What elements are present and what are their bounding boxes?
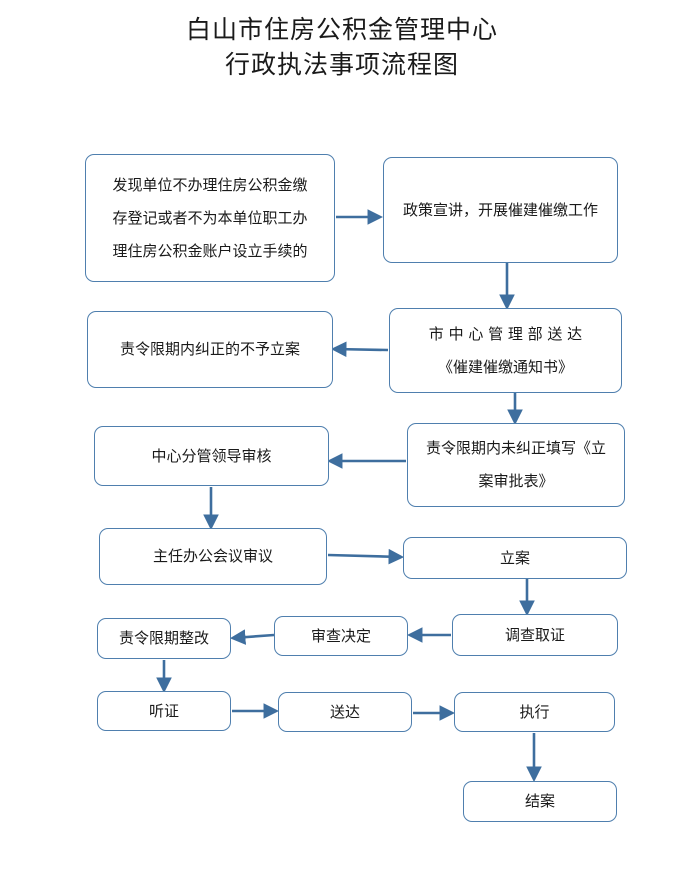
- node-discover-line-2: 存登记或者不为本单位职工办: [112, 208, 308, 227]
- arrow-meeting-to-file-case: [327, 548, 405, 565]
- node-hearing: 听证: [97, 691, 231, 731]
- node-execute: 执行: [454, 692, 615, 732]
- node-leader-review-text: 中心分管领导审核: [151, 446, 272, 465]
- node-hearing-text: 听证: [148, 701, 179, 720]
- node-serve-text: 送达: [329, 702, 360, 721]
- node-publicize-text: 政策宣讲，开展催建催缴工作: [402, 200, 598, 219]
- node-rectify: 责令限期整改: [97, 618, 231, 659]
- node-discover-violation: 发现单位不办理住房公积金缴 存登记或者不为本单位职工办 理住房公积金账户设立手续…: [85, 154, 335, 282]
- arrow-notice-to-no-case: [330, 341, 389, 358]
- node-policy-publicize: 政策宣讲，开展催建催缴工作: [383, 157, 618, 263]
- node-director-meeting-text: 主任办公会议审议: [152, 547, 273, 565]
- node-decide-text: 审查决定: [310, 626, 371, 645]
- node-file-case: 立案: [403, 537, 627, 579]
- node-leader-review: 中心分管领导审核: [94, 426, 329, 486]
- node-notice-line-1: 市 中 心 管 理 部 送 达: [428, 324, 583, 343]
- node-investigate: 调查取证: [452, 614, 618, 656]
- node-director-meeting: 主任办公会议审议: [99, 528, 327, 585]
- node-fill-form-line-2: 案审批表》: [478, 472, 554, 490]
- node-deliver-notice: 市 中 心 管 理 部 送 达 《催建催缴通知书》: [389, 308, 622, 393]
- node-fill-form-line-1: 责令限期内未纠正填写《立: [425, 439, 606, 457]
- node-notice-line-2: 《催建催缴通知书》: [437, 357, 573, 376]
- node-no-case: 责令限期内纠正的不予立案: [87, 311, 333, 388]
- node-file-case-text: 立案: [499, 548, 530, 567]
- chart-title-line-1: 白山市住房公积金管理中心: [185, 15, 498, 44]
- node-no-case-text: 责令限期内纠正的不予立案: [119, 340, 300, 358]
- node-execute-text: 执行: [519, 702, 550, 721]
- node-discover-line-3: 理住房公积金账户设立手续的: [112, 241, 308, 260]
- node-close-case-text: 结案: [524, 792, 555, 810]
- node-investigate-text: 调查取证: [504, 625, 565, 644]
- node-serve: 送达: [278, 692, 412, 732]
- node-fill-approval-form: 责令限期内未纠正填写《立 案审批表》: [407, 423, 625, 507]
- node-rectify-text: 责令限期整改: [118, 629, 209, 647]
- node-decide: 审查决定: [274, 616, 408, 656]
- node-close-case: 结案: [463, 781, 617, 822]
- chart-title-line-2: 行政执法事项流程图: [224, 50, 459, 79]
- node-discover-line-1: 发现单位不办理住房公积金缴: [112, 175, 308, 194]
- arrow-decide-to-rectify: [229, 629, 275, 645]
